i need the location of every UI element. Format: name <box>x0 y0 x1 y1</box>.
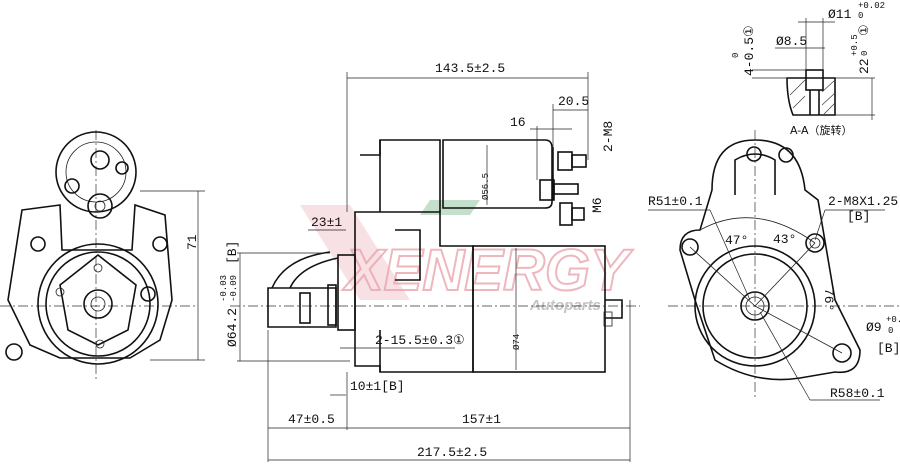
watermark-brand: XENERGY <box>342 238 634 303</box>
dim-pilot-tol-low: -0.09 <box>229 275 239 302</box>
sec-d8-5: Ø8.5 <box>776 34 807 49</box>
dim-pilot-dia: Ø64.2 <box>225 308 240 347</box>
watermark-sub: Autoparts <box>529 297 601 314</box>
dim-pilot-ref: [B] <box>225 241 240 264</box>
sec-h22-tol-up: +0.5 <box>850 34 860 56</box>
angle-76: 76° <box>821 288 836 311</box>
section-title: A-A（旋转） <box>790 123 853 137</box>
sec-depth: 4-0.5① <box>742 25 757 76</box>
sec-h22: 22 <box>857 58 872 74</box>
sec-d11-tol-up: +0.02 <box>858 1 885 11</box>
dim-r51: R51±0.1 <box>648 194 703 209</box>
dim-2-15-5: 2-15.5±0.3① <box>375 333 465 348</box>
dim-2-m8x1-25: 2-M8X1.25 <box>828 194 898 209</box>
sec-h22-tol-low: 0 <box>860 51 870 56</box>
dim-47: 47±0.5 <box>288 412 335 427</box>
dim-2-m8: 2-M8 <box>601 121 616 152</box>
dim-r58: R58±0.1 <box>830 386 885 401</box>
dim-20-5: 20.5 <box>558 94 589 109</box>
dim-hole-tol-up: +0.2 <box>886 315 900 325</box>
dim-solenoid-dia: Ø56.5 <box>481 173 491 200</box>
dim-157: 157±1 <box>462 412 501 427</box>
angle-43: 43° <box>773 232 796 247</box>
dim-m8x-ref: [B] <box>847 209 870 224</box>
dim-217-5: 217.5±2.5 <box>417 445 487 460</box>
dim-10: 10±1[B] <box>350 379 405 394</box>
dim-hole-ref: [B] <box>877 341 900 356</box>
sec-d11-tol-low: 0 <box>858 11 863 21</box>
dim-height-71: 71 <box>185 234 200 250</box>
angle-47: 47° <box>725 233 748 248</box>
dim-body-dia: Ø74 <box>512 334 522 350</box>
dim-pilot-tol-up: -0.03 <box>219 275 229 302</box>
sec-d11: Ø11 <box>828 7 852 22</box>
dim-23: 23±1 <box>311 215 342 230</box>
dim-hole-tol-low: 0 <box>888 326 893 336</box>
section-a-a: Ø11 +0.02 0 Ø8.5 4-0.5① 0 22 +0.5 0 ① A-… <box>731 1 885 137</box>
dim-16: 16 <box>510 115 526 130</box>
left-end-view: 71 <box>0 130 205 380</box>
right-end-view: R51±0.1 2-M8X1.25 [B] 47° 43° 76° Ø9 +0.… <box>648 130 900 401</box>
sec-h22-note: ① <box>857 24 872 36</box>
dim-m6: M6 <box>590 197 605 213</box>
side-view: 143.5±2.5 20.5 16 2-M8 M6 Ø56.5 Ø74 23±1… <box>219 61 640 462</box>
dim-hole-dia: Ø9 <box>866 320 882 335</box>
dim-143-5: 143.5±2.5 <box>435 61 505 76</box>
watermark-logo: XENERGY Autoparts <box>300 200 635 314</box>
sec-depth-tol: 0 <box>731 53 741 58</box>
